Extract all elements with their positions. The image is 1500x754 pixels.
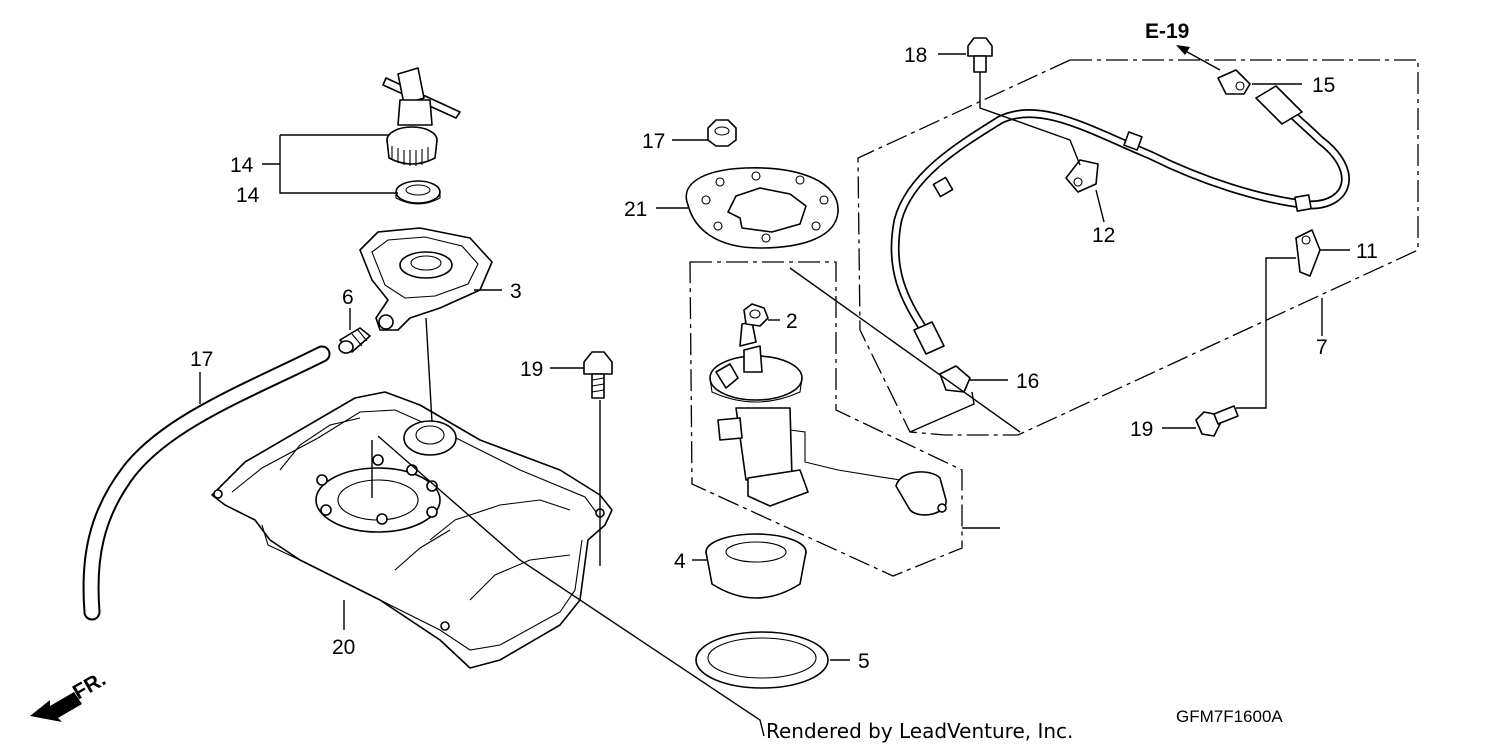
fuel-cap-part-12[interactable] xyxy=(382,67,461,166)
nut-part-15[interactable] xyxy=(707,119,737,147)
leader-lines xyxy=(199,53,1350,737)
callout-17-bottom[interactable]: 19 xyxy=(1130,418,1153,441)
reference-page-label[interactable]: E-19 xyxy=(1145,20,1189,43)
callout-12[interactable]: 14 xyxy=(230,154,254,177)
bolt-part-17-bottom[interactable] xyxy=(1195,405,1239,437)
callout-6[interactable]: 6 xyxy=(342,286,354,309)
reference-arrow xyxy=(1176,45,1221,71)
callout-4[interactable]: 4 xyxy=(674,550,686,573)
clamp-part-14-bottom[interactable] xyxy=(939,365,971,393)
drain-hose-part-16[interactable] xyxy=(82,345,331,621)
fuel-tank-part-19[interactable] xyxy=(211,391,613,669)
callout-10[interactable]: 11 xyxy=(1356,240,1378,263)
harness-group-outline xyxy=(857,59,1419,436)
clamp-part-10[interactable] xyxy=(1295,229,1321,277)
credit-text: Rendered by LeadVenture, Inc. xyxy=(766,719,1073,743)
callout-5[interactable]: 5 xyxy=(858,650,870,673)
callout-20[interactable]: 21 xyxy=(624,198,647,221)
hose-fitting-part-6[interactable] xyxy=(338,327,371,354)
cap-gasket-part-13[interactable] xyxy=(395,180,441,205)
diagram-code: GFM7F1600A xyxy=(1176,707,1283,726)
callout-3[interactable]: 3 xyxy=(510,280,522,303)
callout-16[interactable]: 17 xyxy=(190,348,213,371)
callout-14-top[interactable]: 15 xyxy=(1312,74,1335,97)
fuel-pump-part-21[interactable] xyxy=(709,321,947,516)
callout-7[interactable]: 7 xyxy=(1316,336,1328,359)
pump-seal-part-4[interactable] xyxy=(705,533,807,599)
callout-11[interactable]: 12 xyxy=(1092,224,1115,247)
pump-group-outline xyxy=(689,261,963,577)
filler-bowl-part-3[interactable] xyxy=(359,227,493,331)
callout-19[interactable]: 20 xyxy=(332,636,355,659)
bolt-part-18[interactable] xyxy=(583,351,613,399)
callout-15[interactable]: 17 xyxy=(642,130,665,153)
callout-18[interactable]: 19 xyxy=(520,358,543,381)
grommet-part-2[interactable] xyxy=(743,303,769,327)
callout-14-bottom[interactable]: 16 xyxy=(1016,370,1039,393)
callout-13[interactable]: 14 xyxy=(236,184,260,207)
clamp-part-11[interactable] xyxy=(1065,159,1099,193)
callout-17-top[interactable]: 18 xyxy=(904,44,927,67)
o-ring-part-5[interactable] xyxy=(695,631,829,689)
callout-2[interactable]: 2 xyxy=(786,310,798,333)
sub-harness-part-7[interactable] xyxy=(890,85,1350,355)
front-direction-arrow xyxy=(30,692,82,722)
bolt-part-17-top[interactable] xyxy=(967,37,993,73)
clamp-part-14-top[interactable] xyxy=(1217,69,1251,95)
setting-plate-part-20[interactable] xyxy=(685,167,839,249)
